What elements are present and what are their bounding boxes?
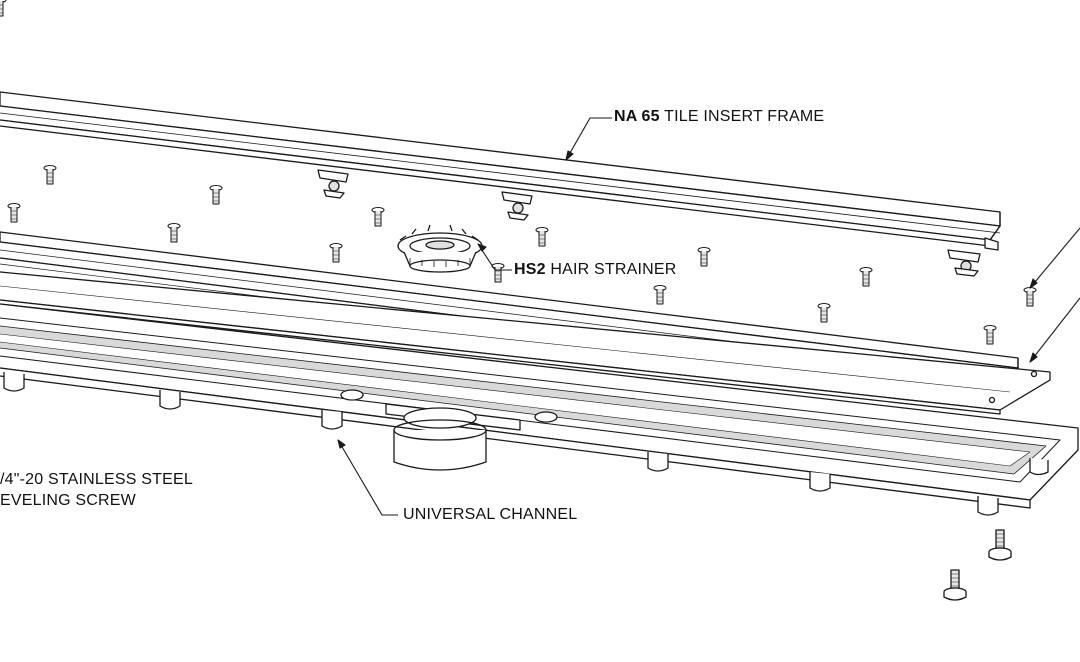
- label-tile-insert-frame: NA 65 TILE INSERT FRAME: [614, 108, 824, 126]
- hair-strainer: [397, 224, 483, 273]
- screw: [653, 285, 667, 305]
- screw: [7, 203, 21, 223]
- label-leveling-screw-line2: EVELING SCREW: [0, 492, 136, 509]
- flange-plate: [0, 271, 1051, 415]
- universal-channel: [0, 303, 1079, 516]
- screw: [329, 243, 343, 263]
- channel-legs: [3, 372, 1049, 516]
- tile-insert-frame: [0, 91, 1001, 277]
- screw: [983, 325, 997, 345]
- screw: [371, 207, 385, 227]
- frame-clip: [317, 169, 349, 199]
- screw: [209, 185, 223, 205]
- screw: [1023, 287, 1037, 307]
- screw: [43, 165, 57, 185]
- screw: [167, 223, 181, 243]
- frame-clip: [947, 237, 999, 277]
- label-frame-text: TILE INSERT FRAME: [664, 108, 825, 125]
- label-frame-code: NA 65: [614, 108, 660, 125]
- screw: [859, 267, 873, 287]
- screw: [697, 247, 711, 267]
- label-strainer-text: HAIR STRAINER: [550, 261, 677, 278]
- screws: [0, 0, 1037, 345]
- screw: [491, 263, 505, 283]
- label-universal-channel: UNIVERSAL CHANNEL: [403, 506, 578, 523]
- label-strainer-code: HS2: [514, 261, 546, 278]
- label-leveling-screw-line1: /4"-20 STAINLESS STEEL: [0, 471, 193, 488]
- label-hair-strainer: HS2 HAIR STRAINER: [514, 261, 677, 279]
- screw: [535, 227, 549, 247]
- leveling-screws: [943, 529, 1012, 601]
- leader-lines: [337, 117, 1080, 516]
- screw: [817, 303, 831, 323]
- frame-clip: [501, 191, 533, 221]
